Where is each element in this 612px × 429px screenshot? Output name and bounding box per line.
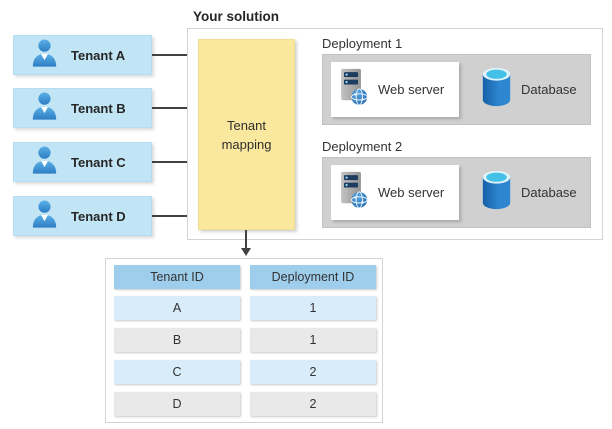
table-header-deployment-id: Deployment ID	[250, 265, 376, 289]
person-icon	[30, 145, 59, 179]
tenant-mapping-table: Tenant ID Deployment ID A 1 B 1 C 2 D 2	[105, 258, 383, 423]
table-cell-tenant: D	[114, 392, 240, 416]
table-cell-tenant: C	[114, 360, 240, 384]
web-server-card: Web server	[331, 165, 459, 220]
table-cell-tenant: A	[114, 296, 240, 320]
web-server-label: Web server	[378, 185, 445, 200]
database-cylinder-icon	[481, 66, 512, 113]
web-server-card: Web server	[331, 62, 459, 117]
table-cell-deployment: 2	[250, 360, 376, 384]
deployment-1-box: Web server Database	[322, 54, 591, 125]
person-icon	[30, 199, 59, 233]
arrow-tenant-d-to-mapping	[152, 211, 198, 221]
database-group: Database	[481, 62, 577, 117]
person-icon	[30, 38, 59, 72]
solution-title: Your solution	[193, 9, 279, 24]
table-cell-deployment: 2	[250, 392, 376, 416]
tenant-label: Tenant C	[71, 154, 126, 170]
table-cell-deployment: 1	[250, 296, 376, 320]
database-cylinder-icon	[481, 169, 512, 216]
database-label: Database	[521, 185, 577, 200]
database-label: Database	[521, 82, 577, 97]
deployment-2-section: Deployment 2	[322, 139, 591, 228]
deployment-2-box: Web server Database	[322, 157, 591, 228]
arrow-tenant-c-to-mapping	[152, 157, 198, 167]
tenant-label: Tenant D	[71, 208, 126, 224]
deployment-1-section: Deployment 1	[322, 36, 591, 125]
web-server-icon	[337, 171, 370, 214]
arrow-tenant-b-to-mapping	[152, 103, 198, 113]
person-icon	[30, 91, 59, 125]
table-cell-tenant: B	[114, 328, 240, 352]
web-server-icon	[337, 68, 370, 111]
arrow-mapping-to-table	[245, 230, 247, 249]
tenant-label: Tenant B	[71, 100, 126, 116]
database-group: Database	[481, 165, 577, 220]
deployment-label: Deployment 2	[322, 139, 403, 154]
tenant-card-b: Tenant B	[13, 88, 152, 128]
table-header-tenant-id: Tenant ID	[114, 265, 240, 289]
tenant-card-c: Tenant C	[13, 142, 152, 182]
arrow-tenant-a-to-mapping	[152, 50, 198, 60]
web-server-label: Web server	[378, 82, 445, 97]
tenant-card-a: Tenant A	[13, 35, 152, 75]
arrow-mapping-to-table-head	[240, 248, 251, 256]
tenant-label: Tenant A	[71, 47, 126, 63]
tenant-card-d: Tenant D	[13, 196, 152, 236]
deployment-label: Deployment 1	[322, 36, 403, 51]
table-cell-deployment: 1	[250, 328, 376, 352]
tenant-mapping-box: Tenant mapping	[198, 39, 295, 230]
